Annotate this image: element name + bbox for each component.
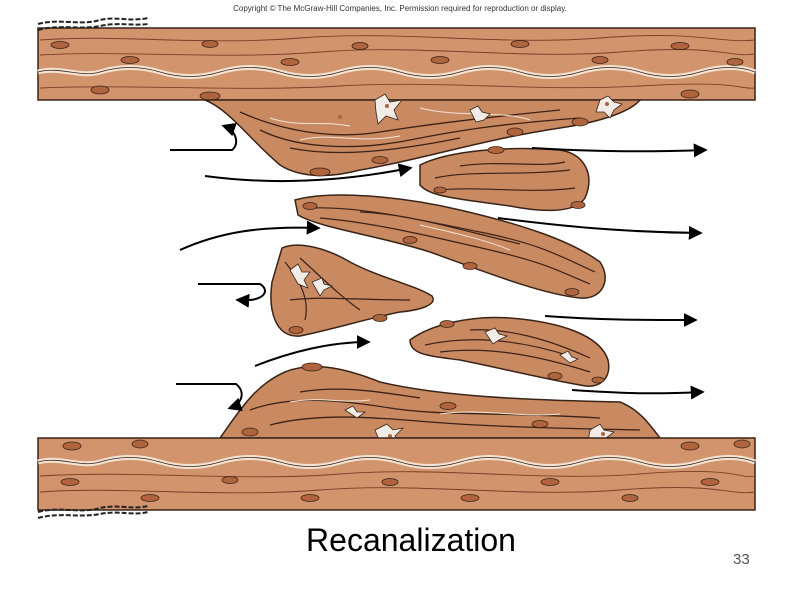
flow-arrow-7 — [544, 312, 698, 327]
flow-arrow-3 — [531, 143, 708, 158]
vessel-wall-bottom — [37, 437, 756, 519]
thrombus-fragment-2 — [294, 194, 606, 299]
flow-arrow-1 — [170, 122, 238, 151]
flow-arrow-5 — [497, 217, 703, 240]
thrombus-fragment-3 — [270, 244, 434, 337]
vessel-wall-bottom-nuclei — [60, 439, 751, 502]
thrombus-fragment-1 — [419, 146, 590, 212]
vessel-wall-top-cell-layer — [39, 35, 756, 89]
flow-arrow-9 — [176, 383, 243, 412]
flow-arrows — [170, 122, 708, 412]
slide-caption: Recanalization — [306, 522, 516, 558]
flow-arrow-8 — [254, 335, 371, 367]
flow-arrow-2 — [204, 163, 413, 183]
vessel-adventitia-fibers-bottom — [37, 505, 149, 519]
flow-arrow-10 — [571, 385, 705, 400]
flow-arrow-4 — [179, 220, 321, 251]
organizing-thrombus-bottom — [218, 362, 662, 451]
fibroblast-cells-top — [374, 93, 623, 125]
vessel-wall-top-nuclei — [50, 40, 744, 101]
organizing-thrombus-top — [204, 93, 642, 177]
flow-arrow-6 — [198, 283, 266, 308]
slide-number: 33 — [733, 551, 750, 568]
vessel-wall-top — [37, 17, 756, 101]
thrombus-fragment-4 — [409, 316, 610, 387]
vessel-adventitia-fibers-top — [37, 17, 149, 31]
copyright-notice: Copyright © The McGraw-Hill Companies, I… — [233, 4, 567, 13]
vessel-wall-top-outer — [37, 27, 756, 101]
